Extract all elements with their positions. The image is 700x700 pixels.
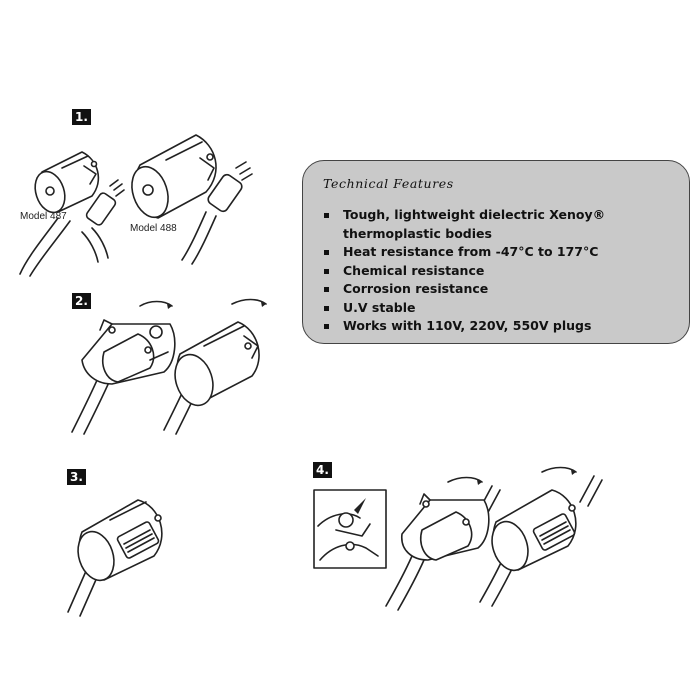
feature-item: Corrosion resistance bbox=[321, 280, 676, 299]
model-488-label: Model 488 bbox=[130, 223, 177, 234]
technical-features-list: Tough, lightweight dielectric Xenoy® the… bbox=[321, 206, 676, 336]
step-1-badge: 1. bbox=[72, 109, 91, 125]
feature-item: U.V stable bbox=[321, 299, 676, 318]
feature-item: Heat resistance from -47°C to 177°C bbox=[321, 243, 676, 262]
step-2-badge: 2. bbox=[72, 293, 91, 309]
step2-closed-connector-illustration bbox=[163, 298, 267, 435]
feature-item: Tough, lightweight dielectric Xenoy® the… bbox=[321, 206, 676, 243]
feature-item: Chemical resistance bbox=[321, 262, 676, 281]
step4-inset-detail-illustration bbox=[313, 489, 387, 569]
step-3-badge: 3. bbox=[67, 469, 86, 485]
step4-locked-connector-illustration bbox=[479, 466, 603, 607]
step3-locked-connector-illustration bbox=[67, 499, 163, 617]
step-4-badge: 4. bbox=[313, 462, 332, 478]
technical-features-panel: Technical Features Tough, lightweight di… bbox=[302, 160, 690, 344]
step1-connector-487-illustration bbox=[19, 151, 125, 277]
step1-connector-488-illustration bbox=[131, 134, 253, 265]
feature-item: Works with 110V, 220V, 550V plugs bbox=[321, 317, 676, 336]
model-487-label: Model 487 bbox=[20, 211, 67, 222]
step4-closing-connector-illustration bbox=[385, 476, 501, 611]
technical-features-title: Technical Features bbox=[323, 176, 454, 191]
step2-open-connector-illustration bbox=[71, 300, 176, 435]
